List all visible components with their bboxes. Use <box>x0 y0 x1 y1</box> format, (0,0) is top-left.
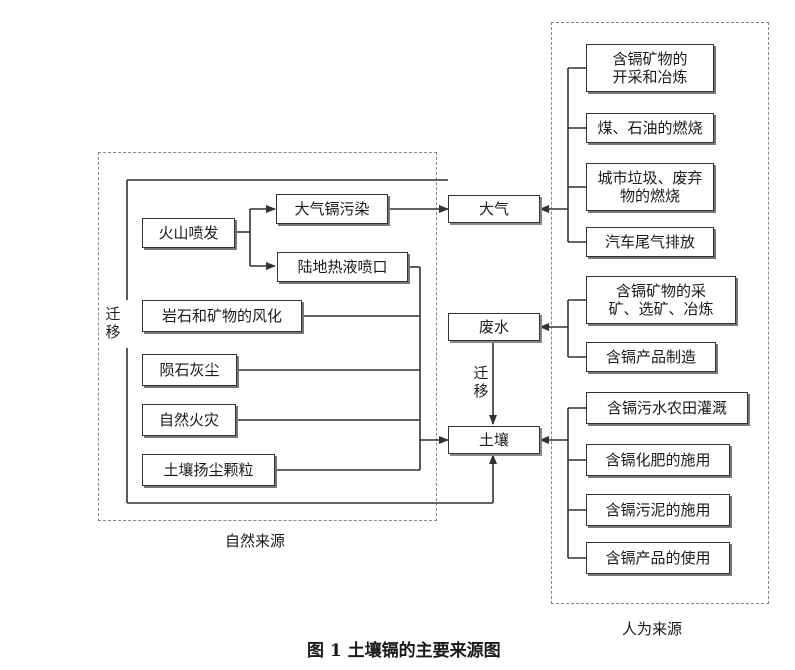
node-soil-dust: 土壤扬尘颗粒 <box>142 454 275 486</box>
node-coal-oil: 煤、石油的燃烧 <box>586 113 714 143</box>
node-soil-label: 土壤 <box>478 431 509 449</box>
node-wastewater-label: 废水 <box>478 318 509 336</box>
node-atmo-pollution-label: 大气镉污染 <box>294 200 370 218</box>
node-volcano: 火山喷发 <box>142 218 235 248</box>
node-product-manufacture-label: 含镉产品制造 <box>605 348 696 366</box>
node-wastewater-irrigation-label: 含镉污水农田灌溉 <box>606 399 727 417</box>
node-mining-smelting: 含镉矿物的开采和冶炼 <box>586 44 714 92</box>
node-mining-smelting-line1: 含镉矿物的 <box>612 50 688 68</box>
node-product-use: 含镉产品的使用 <box>586 542 730 574</box>
migration-label-left: 迁移 <box>105 305 121 341</box>
natural-sources-frame <box>98 152 437 521</box>
node-waste-burning: 城市垃圾、废弃物的燃烧 <box>586 163 714 211</box>
node-mining-dressing-line1: 含镉矿物的采 <box>615 282 706 300</box>
node-weathering-label: 岩石和矿物的风化 <box>161 307 282 325</box>
node-product-use-label: 含镉产品的使用 <box>605 549 711 567</box>
node-mining-dressing-line2: 矿、选矿、冶炼 <box>608 300 714 318</box>
node-waste-burning-line1: 城市垃圾、废弃 <box>597 169 703 187</box>
human-sources-label: 人为来源 <box>622 620 683 638</box>
human-sources-frame <box>551 22 769 604</box>
node-vehicle-exhaust: 汽车尾气排放 <box>586 227 714 257</box>
node-vehicle-exhaust-label: 汽车尾气排放 <box>604 233 695 251</box>
node-fertilizer: 含镉化肥的施用 <box>586 444 730 476</box>
node-meteorite: 陨石灰尘 <box>142 354 237 386</box>
node-weathering: 岩石和矿物的风化 <box>142 300 302 332</box>
migration-label-mid: 迁移 <box>473 364 489 400</box>
node-product-manufacture: 含镉产品制造 <box>586 342 716 372</box>
node-wastewater-irrigation: 含镉污水农田灌溉 <box>586 392 748 424</box>
node-meteorite-label: 陨石灰尘 <box>159 361 220 379</box>
node-waste-burning-line2: 物的燃烧 <box>619 187 680 205</box>
node-geothermal: 陆地热液喷口 <box>277 252 408 282</box>
node-fertilizer-label: 含镉化肥的施用 <box>605 451 711 469</box>
node-sludge-label: 含镉污泥的施用 <box>605 501 711 519</box>
node-soil-dust-label: 土壤扬尘颗粒 <box>163 461 254 479</box>
node-atmosphere-label: 大气 <box>478 200 509 218</box>
node-coal-oil-label: 煤、石油的燃烧 <box>597 119 703 137</box>
node-mining-smelting-line2: 开采和冶炼 <box>612 68 688 86</box>
node-sludge: 含镉污泥的施用 <box>586 494 730 526</box>
node-wildfire-label: 自然火灾 <box>158 411 219 429</box>
node-wastewater: 废水 <box>448 313 540 341</box>
node-volcano-label: 火山喷发 <box>158 224 219 242</box>
node-soil: 土壤 <box>448 426 540 454</box>
figure-caption: 图 1 土壤镉的主要来源图 <box>307 641 501 661</box>
node-wildfire: 自然火灾 <box>142 404 236 436</box>
node-atmosphere: 大气 <box>448 195 540 223</box>
node-geothermal-label: 陆地热液喷口 <box>297 258 388 276</box>
natural-sources-label: 自然来源 <box>225 532 286 550</box>
node-mining-dressing: 含镉矿物的采矿、选矿、冶炼 <box>586 276 736 324</box>
node-atmo-pollution: 大气镉污染 <box>276 194 388 224</box>
